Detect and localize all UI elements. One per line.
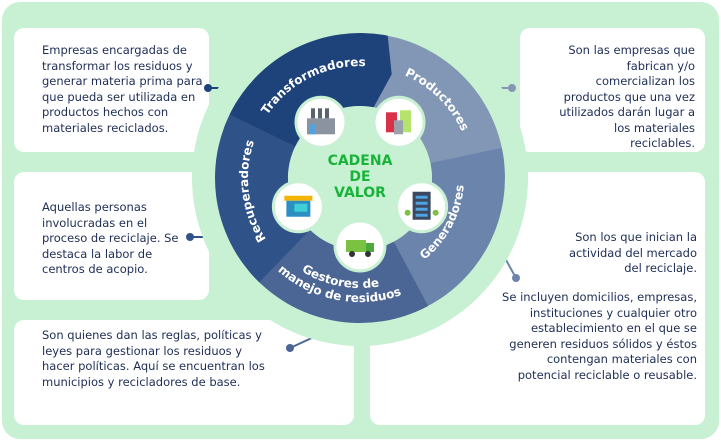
productores-description: Son las empresas que fabrican y/o comerc… xyxy=(559,43,695,150)
generadores-description-1: Son los que inician la actividad del mer… xyxy=(568,230,697,275)
center-title: CADENA xyxy=(328,153,393,169)
transformadores-box: Empresas encargadas de transformar los r… xyxy=(14,28,209,152)
garbage-truck-icon xyxy=(333,219,387,273)
gestores-description: Son quienes dan las reglas, políticas y … xyxy=(42,328,265,389)
connector-dot xyxy=(286,344,294,352)
generadores-description-2: Se incluyen domicilios, empresas, instit… xyxy=(502,290,697,382)
connector-dot xyxy=(508,84,516,92)
connector-dot xyxy=(204,84,212,92)
connector-dot xyxy=(186,233,194,241)
center-title: DE xyxy=(349,169,370,185)
center-title: VALOR xyxy=(334,185,386,201)
segment-generadores xyxy=(387,147,505,313)
store-icon xyxy=(271,180,325,234)
factory-icon xyxy=(294,95,348,149)
cans-icon xyxy=(372,95,426,149)
recuperadores-description: Aquellas personas involucradas en el pro… xyxy=(42,200,179,276)
segment-transformadores xyxy=(229,33,392,147)
productores-box: Son las empresas que fabrican y/o comerc… xyxy=(520,28,705,152)
transformadores-description: Empresas encargadas de transformar los r… xyxy=(42,43,203,135)
segment-productores xyxy=(366,33,505,178)
recuperadores-box: Aquellas personas involucradas en el pro… xyxy=(14,172,209,300)
connector-dot xyxy=(512,274,520,282)
building-icon xyxy=(395,180,449,234)
gestores-box: Son quienes dan las reglas, políticas y … xyxy=(14,320,354,425)
segment-recuperadores xyxy=(215,101,310,283)
